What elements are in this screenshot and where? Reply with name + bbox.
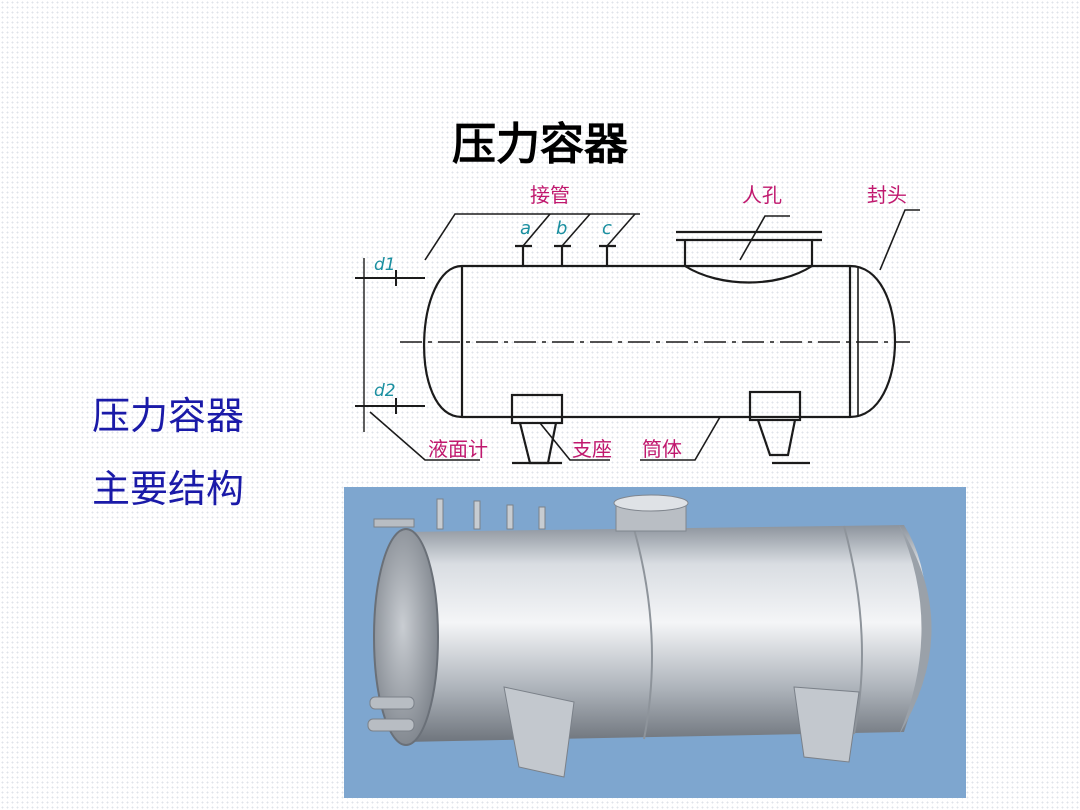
level-gauge-lines (355, 258, 425, 432)
tank-right-head (899, 525, 932, 735)
label-support: 支座 (572, 437, 612, 461)
side-label-main-structure: 主要结构 (92, 467, 245, 511)
label-c: c (602, 218, 612, 239)
tank-photo (344, 487, 966, 798)
tank-side-pipes (367, 518, 415, 732)
tank-saddles (503, 686, 860, 778)
nozzles-drawing (515, 244, 616, 266)
label-manhole: 人孔 (742, 183, 782, 207)
label-level-gauge: 液面计 (428, 437, 488, 461)
vessel-diagram: 接管 人孔 封头 液面计 支座 筒体 a b c d1 d2 (355, 183, 920, 465)
tank-illustration (367, 494, 932, 778)
slide-title: 压力容器 (452, 119, 628, 170)
tank-top-pipes (436, 498, 546, 530)
label-nozzle: 接管 (530, 183, 570, 207)
label-d2: d2 (374, 381, 396, 401)
label-head: 封头 (867, 183, 907, 207)
tank-left-end (373, 528, 439, 746)
label-a: a (520, 218, 531, 239)
side-label-pressure-vessel: 压力容器 (92, 394, 245, 438)
label-b: b (556, 218, 567, 239)
supports-drawing (510, 390, 810, 465)
label-d1: d1 (374, 255, 396, 275)
manhole-drawing (676, 230, 822, 284)
leader-lines (369, 209, 920, 461)
label-shell: 筒体 (642, 437, 682, 461)
